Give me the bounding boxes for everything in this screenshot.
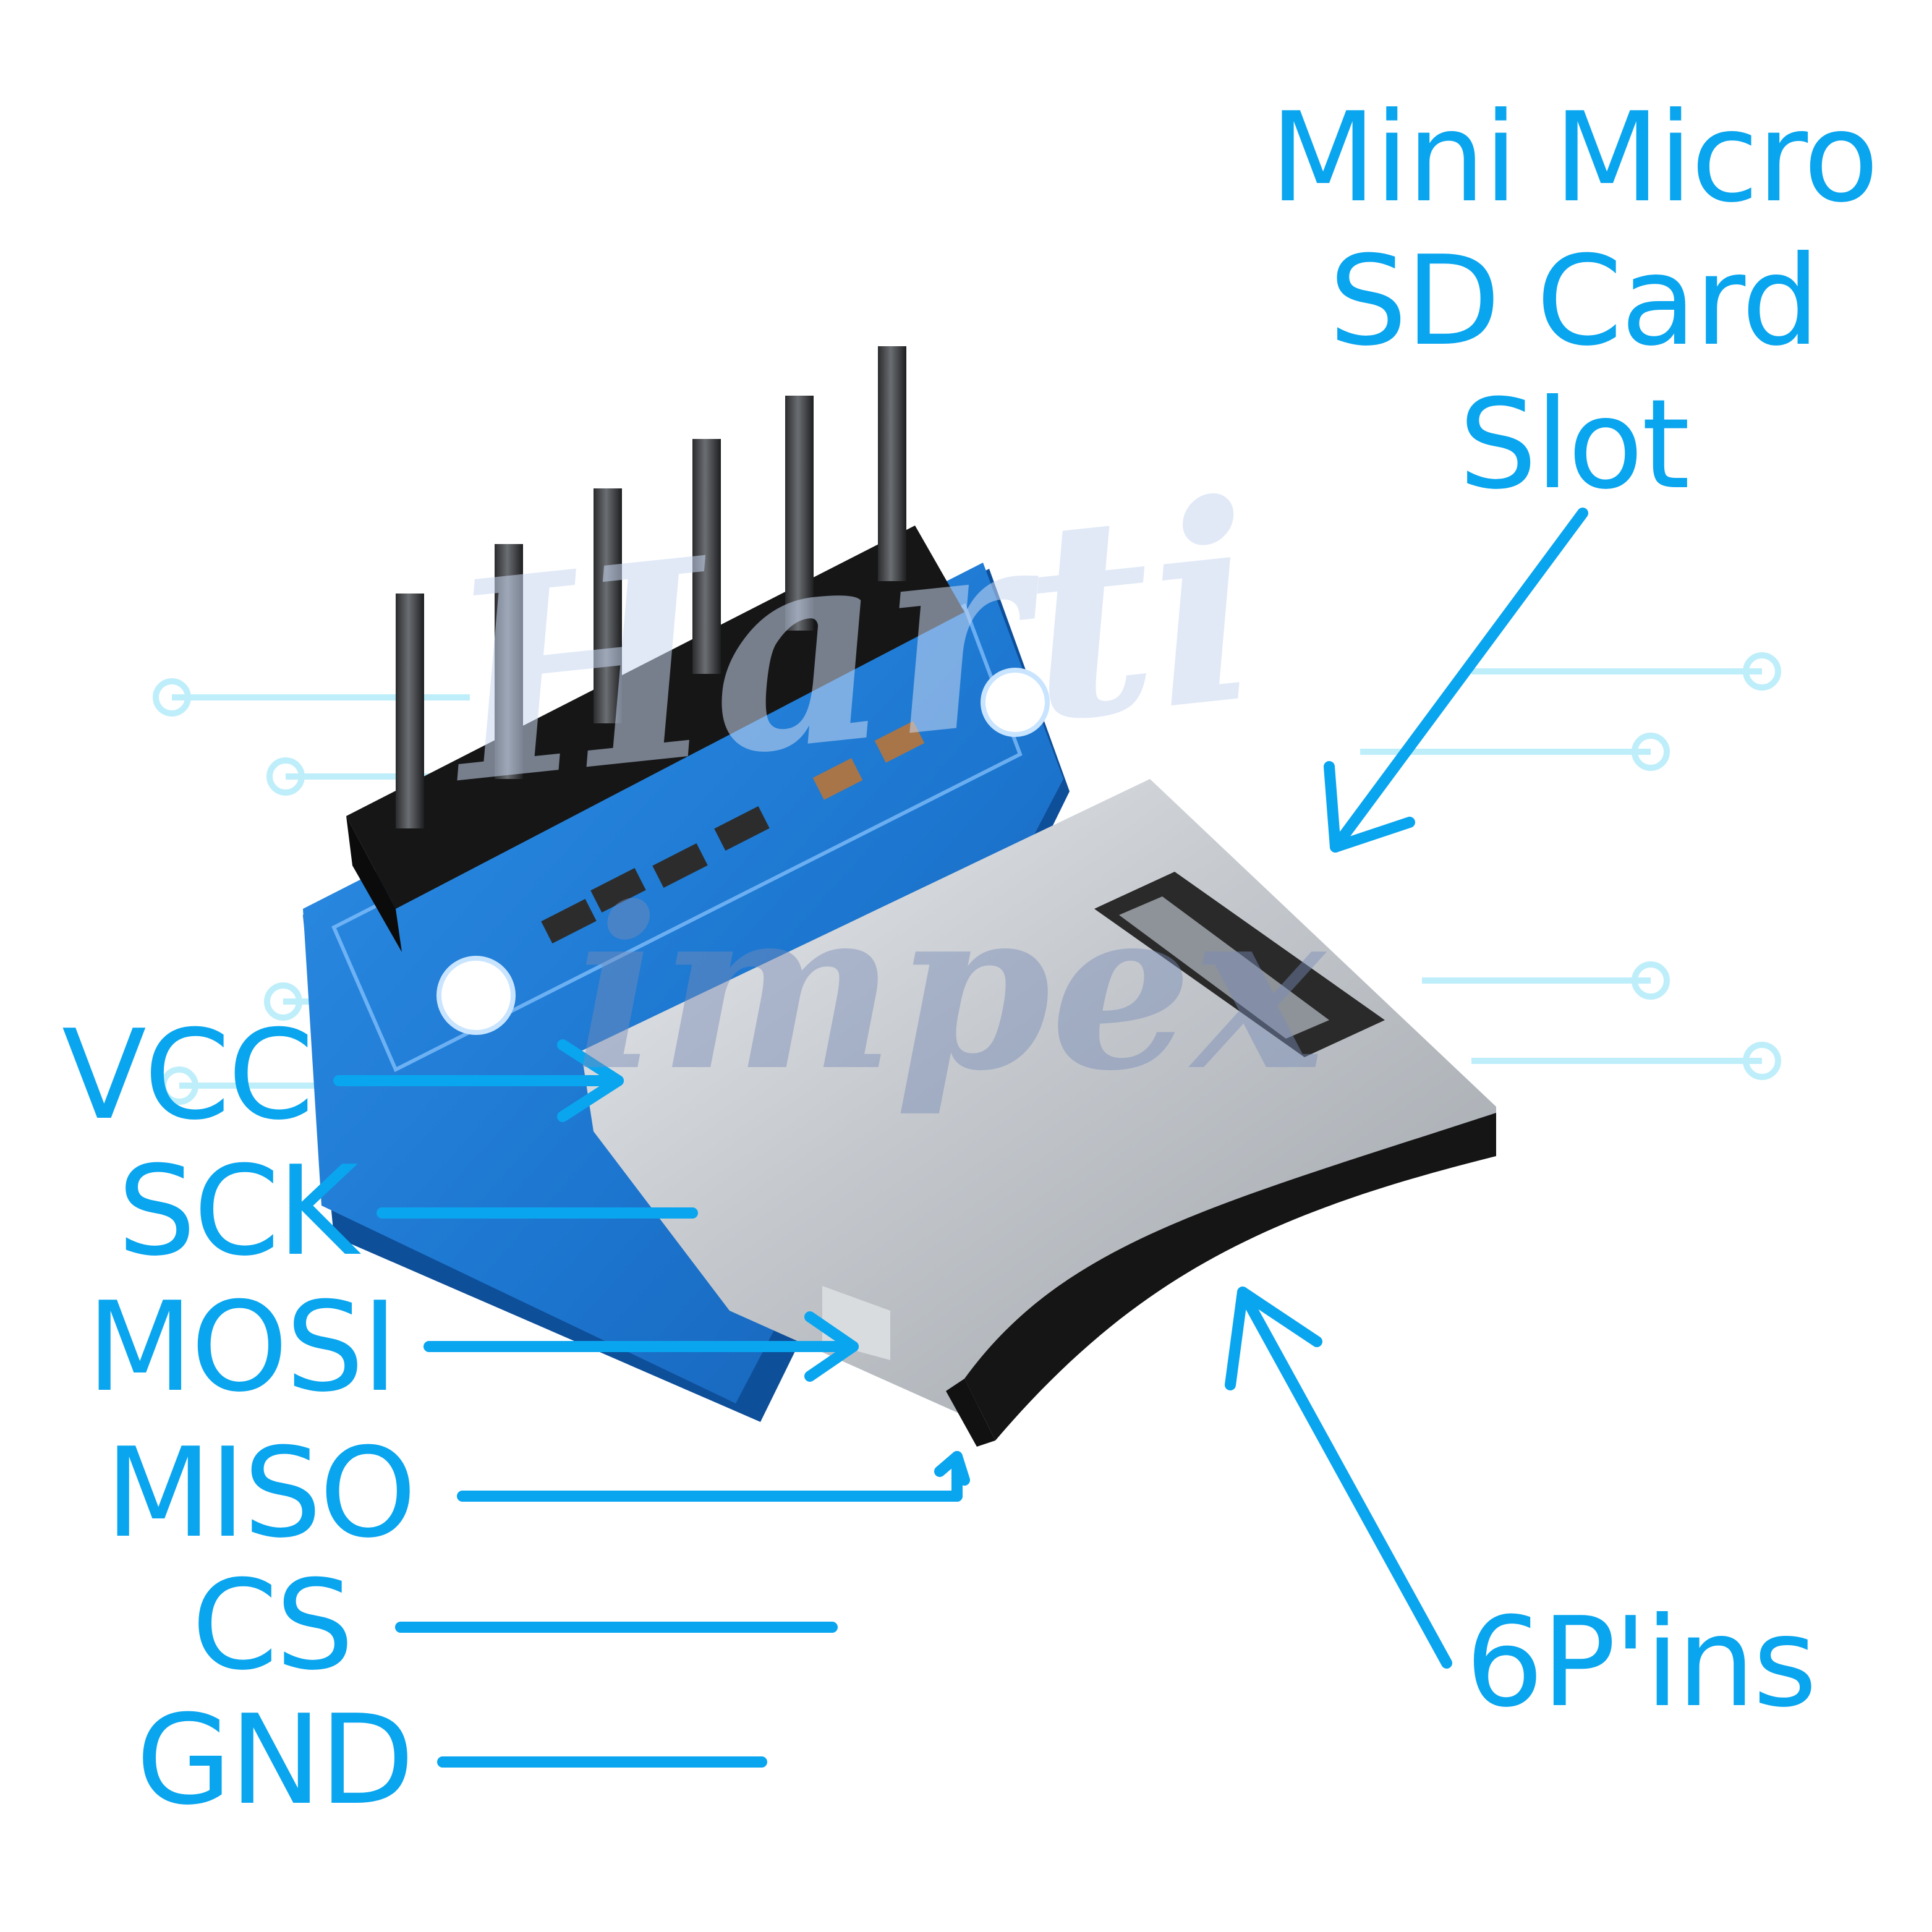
smd-resistors bbox=[541, 721, 925, 943]
pin-count-label: 6P'ins bbox=[1465, 1591, 1817, 1735]
callout-arrows bbox=[333, 508, 1588, 1768]
product-title: Mini Micro SD Card Slot bbox=[1230, 87, 1917, 517]
title-arrow bbox=[1330, 508, 1588, 853]
pin-label-sck: SCK bbox=[117, 1139, 359, 1283]
header-pins bbox=[346, 346, 964, 952]
title-line-2: SD Card bbox=[1329, 229, 1819, 373]
title-line-3: Slot bbox=[1458, 373, 1690, 517]
sd-card-slot bbox=[581, 779, 1496, 1447]
pin-label-mosi: MOSI bbox=[87, 1275, 398, 1419]
pin-label-gnd: GND bbox=[136, 1688, 415, 1832]
pin-label-vcc: VCC bbox=[62, 1003, 314, 1147]
pins-arrow bbox=[1237, 1287, 1452, 1669]
title-line-1: Mini Micro bbox=[1269, 86, 1879, 230]
pin-label-cs: CS bbox=[192, 1554, 354, 1698]
pin-label-miso: MISO bbox=[105, 1421, 417, 1565]
